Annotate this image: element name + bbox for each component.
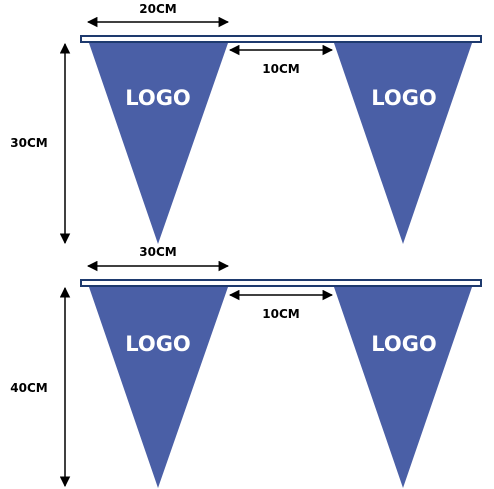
top-flag-left-logo: LOGO [125, 86, 191, 110]
top-rope [80, 35, 482, 43]
bottom-flag-left-logo: LOGO [125, 332, 191, 356]
top-flag-left [89, 43, 228, 244]
top-flag-right-logo: LOGO [371, 86, 437, 110]
bottom-flag-right-logo: LOGO [371, 332, 437, 356]
top-width-label: 20CM [139, 2, 176, 16]
bottom-height-label: 40CM [10, 381, 47, 395]
bottom-width-label: 30CM [139, 245, 176, 259]
bottom-flag-right [334, 287, 472, 488]
bottom-bunting: LOGO LOGO 30CM 10CM 40CM [10, 245, 482, 488]
top-bunting: LOGO LOGO 20CM 10CM 30CM [10, 2, 482, 245]
bottom-gap-label: 10CM [262, 307, 299, 321]
top-gap-label: 10CM [262, 62, 299, 76]
bottom-rope [80, 279, 482, 287]
top-height-label: 30CM [10, 136, 47, 150]
top-flag-right [334, 43, 472, 244]
bottom-flag-left [89, 287, 228, 488]
